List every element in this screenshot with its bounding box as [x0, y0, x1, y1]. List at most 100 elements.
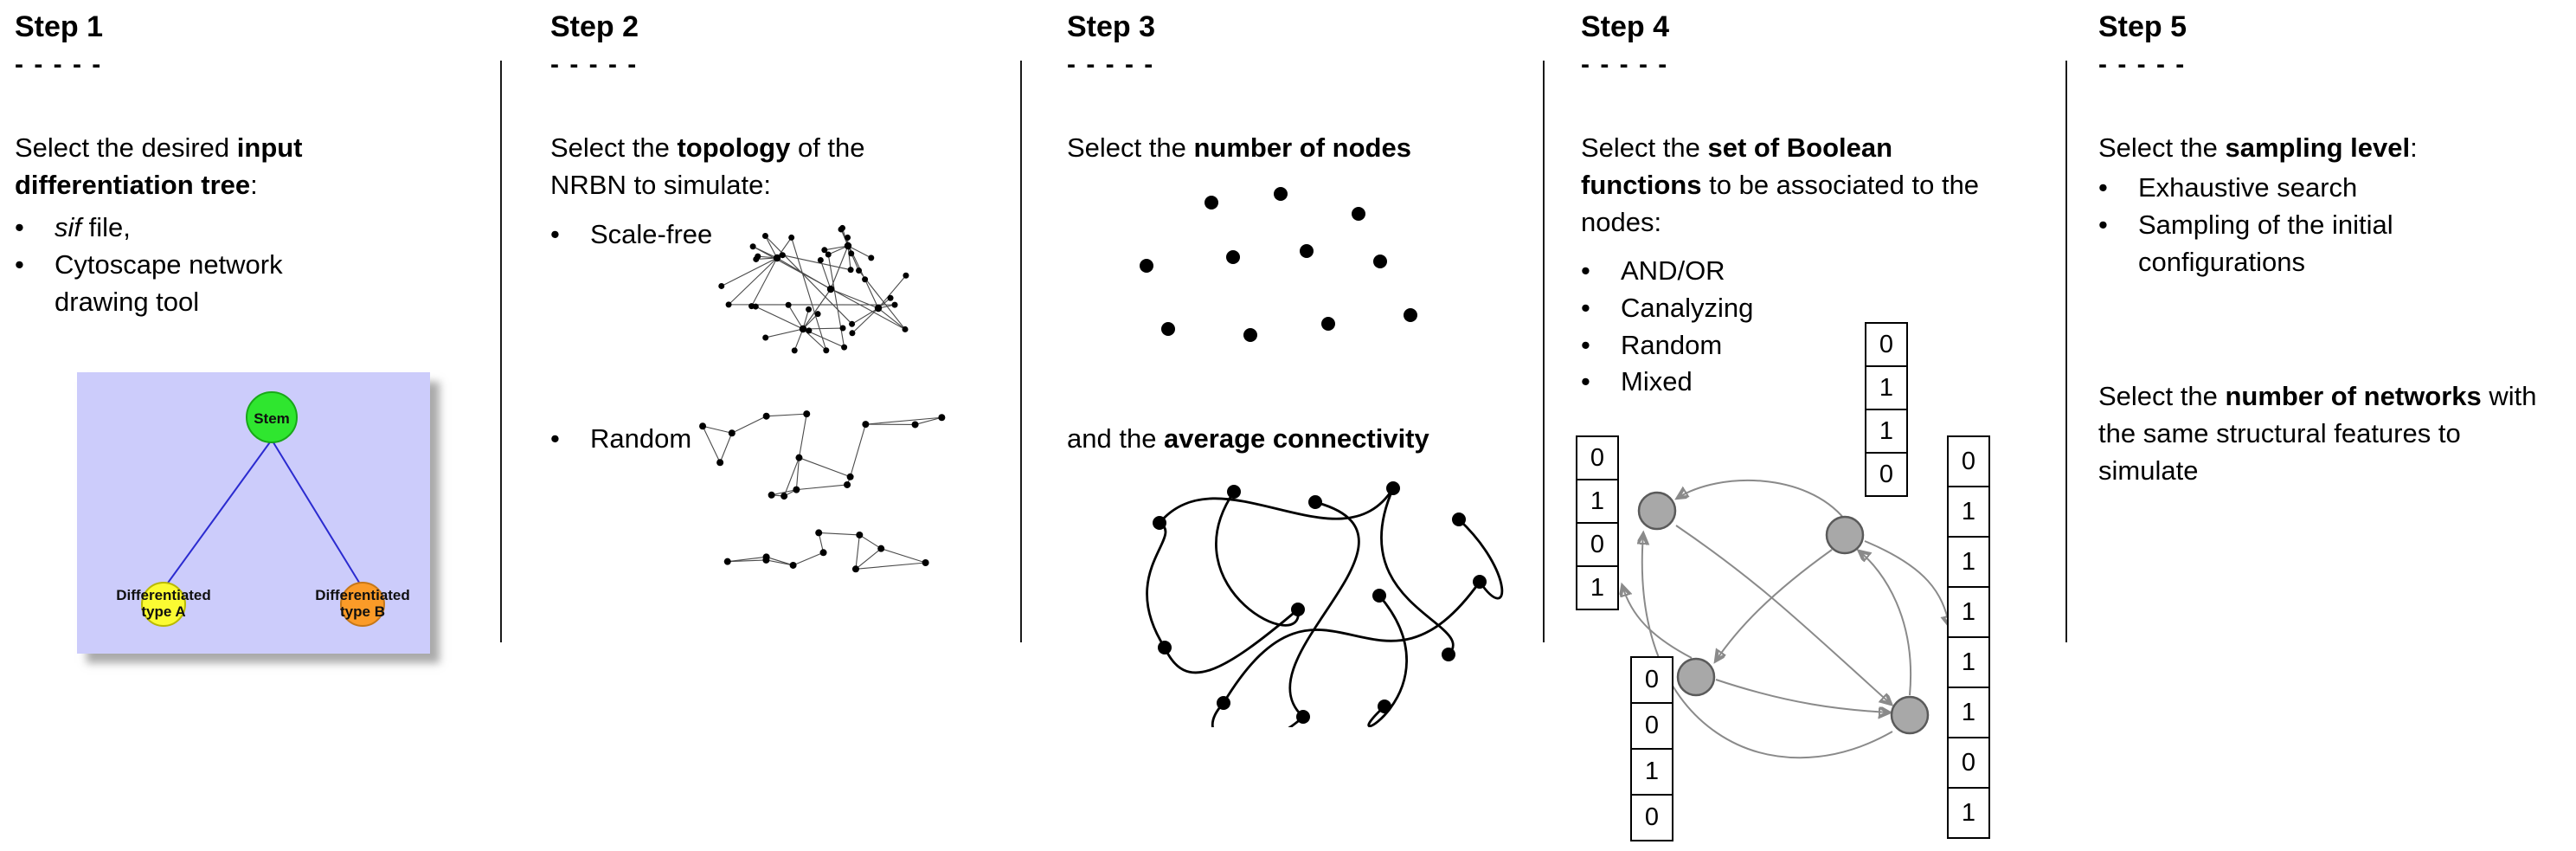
type-b-label: Differentiated type B	[315, 587, 410, 621]
step1-intro-prefix: Select the desired	[15, 132, 237, 163]
type-a-label: Differentiated type A	[116, 587, 211, 621]
column-separator	[500, 61, 502, 642]
step5-networks-bold: number of networks	[2225, 381, 2482, 411]
stem-node	[246, 391, 298, 443]
step1-bullet-cytoscape: Cytoscape network drawing tool	[55, 248, 283, 317]
connectivity-network-figure	[1116, 467, 1506, 727]
step2-header: Step 2	[550, 10, 639, 43]
step3-intro: Select the number of nodes	[1067, 130, 1551, 167]
step1-bullet-list: • sif file, • Cytoscape network drawing …	[15, 210, 361, 320]
step2-bullet-random: • Random	[550, 421, 775, 458]
truth-cell: 1	[1947, 636, 1990, 688]
differentiation-tree-figure: Stem Differentiated type A Differentiate…	[77, 372, 430, 654]
tree-edges	[165, 439, 362, 586]
bullet-icon: •	[550, 423, 560, 454]
step1-dashes: - - - - -	[15, 50, 103, 79]
step4-intro-bold: set of Boolean functions	[1581, 132, 1893, 200]
list-item: • Random	[550, 421, 775, 458]
step5-intro: Select the sampling level:	[2098, 130, 2548, 167]
step3-intro-prefix: Select the	[1067, 132, 1194, 163]
truth-cell: 0	[1630, 656, 1673, 704]
step5-networks-prefix: Select the	[2098, 381, 2226, 411]
list-item: • AND/OR	[1581, 253, 1858, 290]
step3-header: Step 3	[1067, 10, 1156, 43]
boolean-network-arrows	[1622, 479, 1950, 759]
column-separator	[1543, 61, 1545, 642]
truth-cell: 1	[1576, 479, 1619, 524]
truth-cell: 0	[1630, 702, 1673, 750]
andor-label: AND/OR	[1621, 255, 1725, 286]
step2-intro: Select the topology of the NRBN to simul…	[550, 130, 922, 204]
list-item: • sif file,	[15, 210, 361, 247]
column-separator	[1020, 61, 1022, 642]
truth-table-bottom: 0 0 1 0	[1630, 656, 1673, 841]
scale-free-network-figure	[697, 192, 973, 391]
step3-connectivity-prefix: and the	[1067, 423, 1165, 454]
boolean-network-figure	[1546, 299, 2065, 851]
step5-networks-suffix: with the same structural features to sim…	[2098, 381, 2537, 486]
stem-label: Stem	[254, 410, 290, 427]
differentiated-type-a-node	[141, 582, 186, 627]
step4-header: Step 4	[1581, 10, 1670, 43]
boolean-network-nodes	[1637, 491, 1930, 735]
step1-bullet-sif: sif file,	[55, 210, 361, 247]
truth-cell: 1	[1865, 365, 1908, 410]
list-item: • Random	[1581, 327, 1858, 364]
list-item: • Cytoscape network drawing tool	[15, 247, 361, 321]
truth-cell: 0	[1630, 794, 1673, 841]
bullet-icon: •	[1581, 329, 1590, 360]
step5-intro-suffix: :	[2410, 132, 2418, 163]
step2-intro-prefix: Select the	[550, 132, 678, 163]
column-separator	[2065, 61, 2067, 642]
step2-intro-suffix: of the NRBN to simulate:	[550, 132, 865, 200]
step2-dashes: - - - - -	[550, 50, 639, 79]
random-functions-label: Random	[1621, 329, 1723, 360]
truth-table-right: 0 1 1 1 1 1 0 1	[1947, 435, 1990, 839]
sif-italic: sif	[55, 212, 81, 242]
step3-dashes: - - - - -	[1067, 50, 1155, 79]
bullet-icon: •	[1581, 366, 1590, 397]
random-network-figure	[684, 400, 969, 589]
bullet-icon: •	[1581, 255, 1590, 286]
step5-header: Step 5	[2098, 10, 2187, 43]
truth-cell: 1	[1865, 409, 1908, 454]
truth-cell: 1	[1576, 565, 1619, 610]
step5-intro-bold: sampling level	[2225, 132, 2411, 163]
step5-intro-prefix: Select the	[2098, 132, 2226, 163]
sampling-configs-label: Sampling of the initial configurations	[2138, 209, 2393, 277]
step4-dashes: - - - - -	[1581, 50, 1669, 79]
truth-cell: 0	[1865, 322, 1908, 367]
list-item: • Exhaustive search	[2098, 170, 2470, 207]
step5-dashes: - - - - -	[2098, 50, 2187, 79]
truth-cell: 0	[1947, 737, 1990, 789]
list-item: • Scale-free	[550, 216, 775, 254]
step3-connectivity-text: and the average connectivity	[1067, 421, 1551, 458]
bullet-icon: •	[15, 212, 24, 242]
truth-cell: 1	[1947, 586, 1990, 638]
step1-intro-bold: input differentiation tree	[15, 132, 303, 200]
canalyzing-label: Canalyzing	[1621, 292, 1754, 323]
step5-networks-text: Select the number of networks with the s…	[2098, 378, 2548, 489]
bullet-icon: •	[2098, 209, 2108, 240]
step4-intro-prefix: Select the	[1581, 132, 1708, 163]
sif-rest: file,	[81, 212, 131, 242]
truth-cell: 1	[1947, 536, 1990, 588]
step4-intro-suffix: to be associated to the nodes:	[1581, 169, 1980, 237]
list-item: • Mixed	[1581, 364, 1858, 401]
nodes-scatter-figure	[1121, 184, 1484, 387]
truth-cell: 0	[1947, 435, 1990, 487]
bullet-icon: •	[2098, 172, 2108, 203]
step3-connectivity-bold: average connectivity	[1164, 423, 1429, 454]
truth-cell: 0	[1576, 435, 1619, 480]
step2-bullet-scale-free: • Scale-free	[550, 216, 775, 254]
step5-bullet-list: • Exhaustive search • Sampling of the in…	[2098, 170, 2470, 280]
random-label: Random	[590, 423, 692, 454]
truth-cell: 0	[1865, 452, 1908, 497]
truth-cell: 1	[1947, 486, 1990, 538]
bullet-icon: •	[1581, 292, 1590, 323]
step4-bullet-list: • AND/OR • Canalyzing • Random • Mixed	[1581, 253, 1858, 401]
list-item: • Canalyzing	[1581, 290, 1858, 327]
step3-intro-bold: number of nodes	[1193, 132, 1411, 163]
bullet-icon: •	[550, 219, 560, 249]
